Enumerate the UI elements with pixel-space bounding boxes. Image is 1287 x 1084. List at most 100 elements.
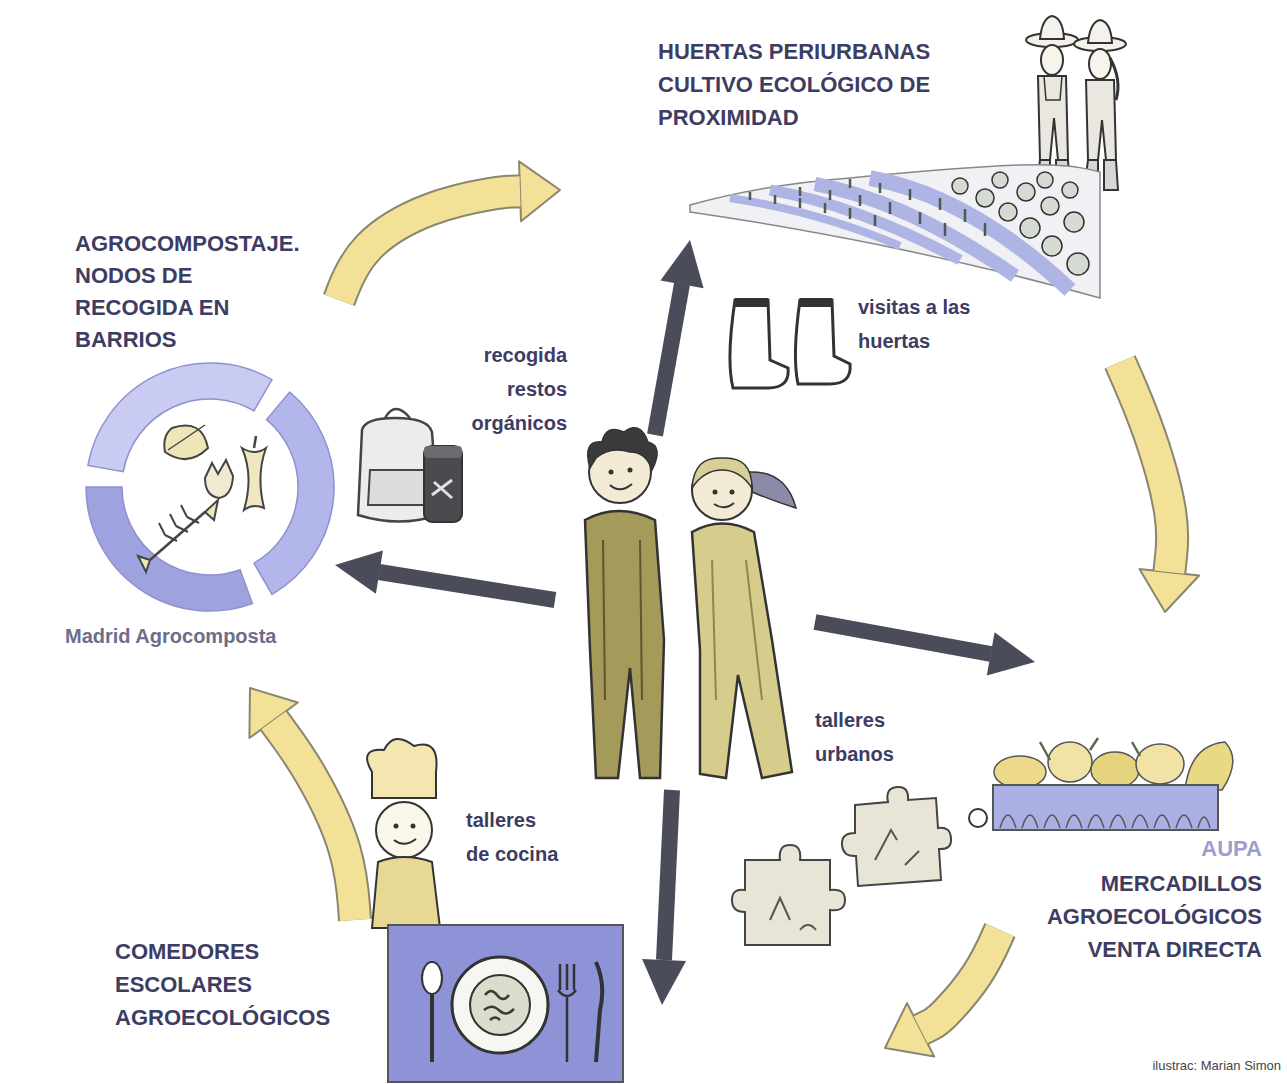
dark-arrows [379, 572, 555, 600]
children [609, 470, 614, 475]
arrow-body [339, 191, 520, 300]
field [690, 165, 1100, 298]
tray [596, 962, 602, 1062]
stage-title: COMEDORES ESCOLARES AGROECOLÓGICOS [115, 935, 340, 1034]
project-name: Madrid Agrocomposta [65, 623, 335, 649]
children [585, 428, 796, 778]
children [713, 490, 718, 495]
stage-title: MERCADILLOS AGROECOLÓGICOS VENTA DIRECTA [1037, 867, 1262, 966]
arrow-body [921, 930, 1000, 1030]
puzzle-pieces [732, 787, 951, 945]
chef [394, 839, 416, 844]
dark-arrows [660, 240, 703, 288]
children [730, 490, 735, 495]
arrow-outline [339, 191, 520, 300]
stage-box: AUPAMERCADILLOS AGROECOLÓGICOS VENTA DIR… [1000, 612, 1268, 972]
boots [730, 300, 788, 388]
chef [367, 739, 436, 798]
stage-box: HUERTAS PERIURBANAS CULTIVO ECOLÓGICO DE… [560, 15, 1135, 362]
children [628, 468, 633, 473]
cycle-arrow [249, 688, 355, 920]
stage-box: AGROCOMPOSTAJE. NODOS DE RECOGIDA EN BAR… [60, 224, 339, 688]
puzzle-pieces [732, 845, 845, 945]
vegetable-basket [1185, 742, 1233, 790]
dark-arrows [642, 959, 686, 1005]
backpack-and-jar [368, 470, 427, 505]
children [714, 503, 734, 507]
vegetable-basket [1091, 752, 1139, 788]
children [748, 472, 796, 508]
field [992, 172, 1008, 188]
farmers [1089, 49, 1111, 79]
vegetable-basket [1048, 742, 1092, 782]
arrow-body [1120, 362, 1172, 572]
backpack-and-jar [358, 409, 462, 522]
boots [800, 298, 832, 307]
compost-cycle [159, 505, 199, 541]
field [976, 189, 994, 207]
compost-cycle [242, 448, 266, 510]
tray [452, 957, 548, 1053]
compost-cycle [168, 425, 205, 450]
activity-label: recogida restos orgánicos [462, 338, 567, 440]
arrow-head [519, 161, 560, 221]
backpack-and-jar [424, 446, 462, 522]
compost-cycle [205, 460, 233, 498]
field [690, 165, 1100, 298]
activity-label: visitas a las huertas [858, 290, 988, 358]
arrow-outline [921, 930, 1000, 1030]
vegetable-basket [1000, 815, 1210, 828]
puzzle-pieces [770, 898, 816, 930]
vegetable-basket [1040, 738, 1140, 760]
field [1017, 183, 1035, 201]
farmers [1104, 160, 1118, 190]
chef [411, 824, 416, 829]
children [712, 560, 762, 700]
cycle-arrow [885, 930, 1000, 1057]
field [1042, 236, 1062, 256]
tray [422, 962, 442, 994]
chef [376, 802, 432, 858]
tray [430, 994, 434, 1062]
arrow-outline [274, 720, 355, 920]
compost-cycle [150, 512, 205, 560]
children [585, 511, 664, 778]
stage-title: AGROCOMPOSTAJE. NODOS DE RECOGIDA EN BAR… [75, 228, 309, 356]
dark-arrows [335, 550, 383, 593]
boots [795, 300, 850, 384]
compost-cycle [254, 392, 334, 594]
puzzle-pieces [842, 787, 951, 886]
farmers [1026, 16, 1126, 190]
boots [735, 298, 768, 307]
compost-cycle [138, 556, 150, 572]
field [952, 178, 968, 194]
stage-title: HUERTAS PERIURBANAS CULTIVO ECOLÓGICO DE… [658, 35, 968, 134]
vegetable-basket [969, 738, 1233, 830]
farmers [1041, 45, 1063, 75]
tray [470, 975, 530, 1035]
cycle-arrow [1120, 362, 1199, 612]
stage-box: COMEDORES ESCOLARES AGROECOLÓGICOS [110, 920, 885, 1082]
vegetable-basket [1136, 744, 1184, 784]
children [692, 458, 752, 488]
field [870, 178, 1070, 290]
cycle-arrow [339, 161, 560, 300]
field [1041, 197, 1059, 215]
farmers [1040, 16, 1064, 39]
farmers [1038, 76, 1068, 160]
arrow-outline [1120, 362, 1172, 572]
chef [372, 857, 440, 928]
farmers [1086, 80, 1116, 160]
children [692, 524, 792, 779]
compost-cycle [164, 426, 208, 460]
dark-arrows [335, 240, 1035, 1005]
dark-arrows [655, 284, 682, 435]
field [1064, 212, 1084, 232]
tray [558, 964, 576, 1062]
chef [394, 824, 399, 829]
arrow-head [1139, 569, 1199, 612]
project-name: AUPA [1142, 834, 1262, 864]
